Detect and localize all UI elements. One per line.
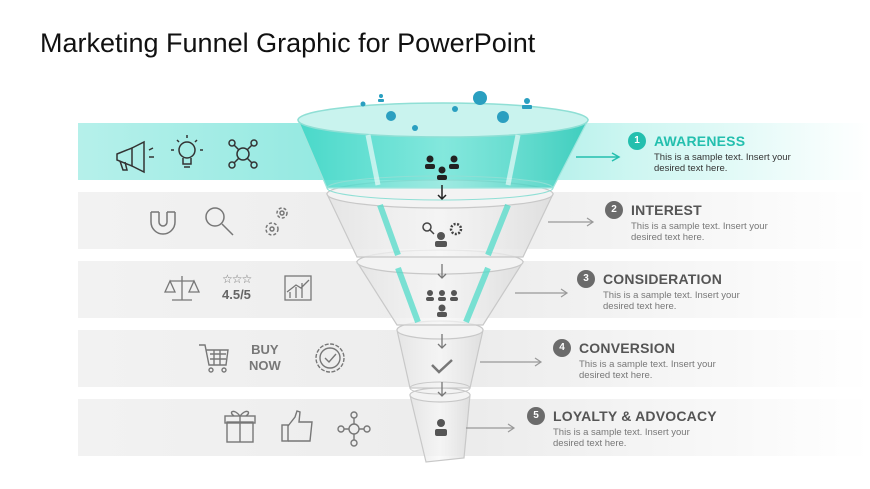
- stage-number: 2: [605, 201, 623, 219]
- stage-number: 5: [527, 407, 545, 425]
- stage-description: This is a sample text. Insert your desir…: [631, 221, 768, 244]
- stage-conversion: 4 CONVERSION This is a sample text. Inser…: [553, 339, 719, 381]
- group-people-icon: [425, 155, 459, 180]
- funnel-segment-loyalty: [409, 387, 471, 463]
- group-people-icon: [426, 290, 458, 317]
- stage-description: This is a sample text. Insert your desir…: [654, 152, 791, 175]
- shopping-cart-icon: [199, 344, 229, 373]
- scale-icon: [163, 276, 201, 301]
- buy-now-label: BUY NOW: [249, 342, 281, 374]
- thumbs-up-icon: [281, 410, 313, 442]
- magnifier-icon: [205, 207, 234, 236]
- search-gear-person-icon: [422, 222, 463, 247]
- stage-number: 3: [577, 270, 595, 288]
- rating-value: 4.5/5: [222, 287, 251, 302]
- stage-number: 4: [553, 339, 571, 357]
- stage-interest: 2 INTEREST This is a sample text. Insert …: [605, 201, 771, 243]
- gears-icon: [265, 207, 288, 236]
- connector-arrow-interest: [548, 217, 595, 227]
- stage-consideration: 3 CONSIDERATION This is a sample text. In…: [577, 270, 743, 312]
- magnet-icon: [150, 211, 176, 235]
- megaphone-icon: [116, 140, 154, 174]
- stage-label: CONSIDERATION: [603, 271, 723, 287]
- stage-loyalty: 5 LOYALTY & ADVOCACY This is a sample tex…: [527, 407, 717, 449]
- connector-arrow-awareness: [576, 152, 621, 162]
- stage-label: AWARENESS: [654, 133, 746, 149]
- down-arrow-icon: [437, 264, 447, 279]
- stage-awareness: 1 AWARENESS This is a sample text. Insert…: [628, 132, 794, 174]
- funnel-segment-awareness: [297, 102, 589, 201]
- funnel-segment-conversion: [396, 320, 484, 395]
- connector-arrow-conversion: [480, 357, 543, 367]
- stage-label: CONVERSION: [579, 340, 676, 356]
- verified-badge-icon: [315, 343, 345, 373]
- stage-description: This is a sample text. Insert your desir…: [553, 427, 690, 450]
- gift-icon: [224, 410, 256, 443]
- stage-description: This is a sample text. Insert your desir…: [603, 290, 740, 313]
- buy-now-line-2: NOW: [249, 358, 281, 373]
- bar-chart-icon: [284, 275, 312, 301]
- down-arrow-icon: [437, 185, 447, 201]
- stage-label: LOYALTY & ADVOCACY: [553, 408, 717, 424]
- share-network-icon: [337, 411, 371, 447]
- rating-stars-icon: ☆☆☆: [222, 272, 252, 286]
- stage-description: This is a sample text. Insert your desir…: [579, 359, 716, 382]
- buy-now-line-1: BUY: [251, 342, 279, 357]
- connector-arrow-loyalty: [466, 423, 516, 433]
- stage-label: INTEREST: [631, 202, 702, 218]
- incoming-people-dots: [360, 91, 532, 131]
- checkmark-icon: [431, 359, 453, 374]
- stage-number: 1: [628, 132, 646, 150]
- lightbulb-icon: [171, 135, 203, 168]
- person-icon: [435, 419, 447, 436]
- connector-arrow-consideration: [515, 288, 569, 298]
- network-icon: [228, 139, 258, 169]
- page-title: Marketing Funnel Graphic for PowerPoint: [40, 28, 536, 58]
- down-arrow-icon: [437, 334, 447, 349]
- down-arrow-icon: [437, 382, 447, 397]
